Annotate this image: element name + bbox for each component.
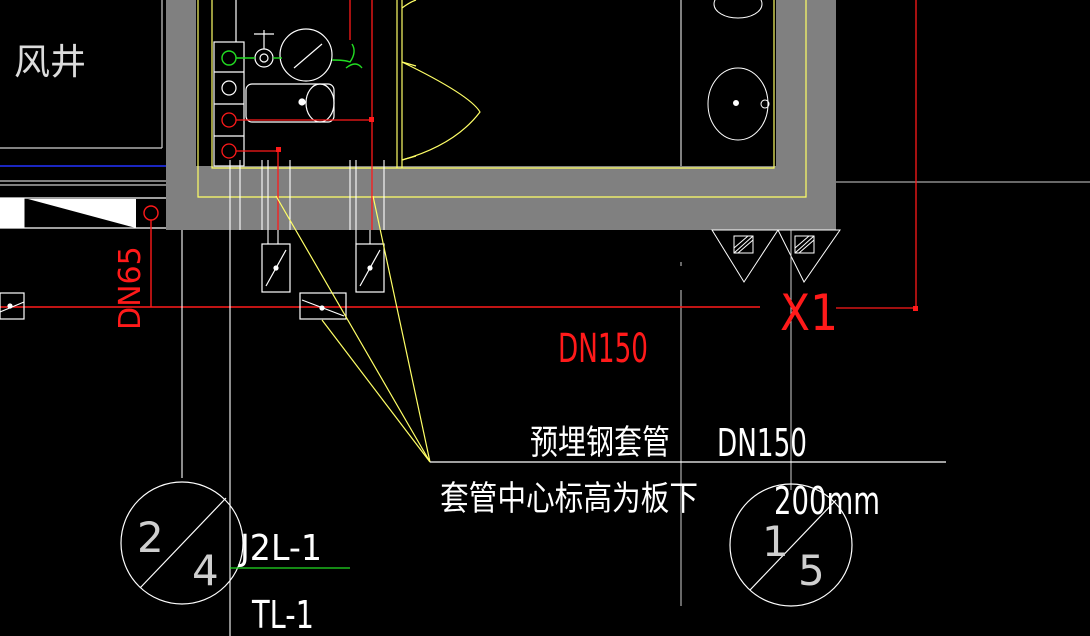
basins	[680, 0, 770, 166]
red-pipes-room	[221, 0, 373, 230]
note-line1-text: 预埋钢套管	[530, 423, 670, 463]
grid-right-bottom-number: 5	[798, 546, 825, 595]
wall-strip	[0, 197, 166, 229]
shaft-label: 风井	[14, 42, 86, 83]
wall-finish-lines	[197, 0, 807, 198]
grid-bubble-right: 1 5	[729, 483, 853, 607]
note-line2-text: 套管中心标高为板下	[440, 479, 698, 519]
green-pipe	[221, 43, 363, 69]
gauge-icon	[279, 28, 333, 82]
wedge-symbol	[28, 199, 136, 228]
note-line1-size: DN150	[717, 421, 807, 465]
dn65-riser	[143, 205, 159, 307]
pipe-dn65-label: DN65	[113, 246, 148, 330]
grid-left-top-number: 2	[137, 513, 164, 562]
valves	[0, 243, 385, 320]
grid-left-bottom-number: 4	[192, 546, 219, 595]
note-line2-elevation: 200mm	[774, 479, 880, 523]
basin-icon	[707, 67, 769, 141]
axis-x1-line	[836, 0, 917, 310]
riser-tl-label: TL-1	[251, 593, 314, 636]
floor-pipes	[181, 160, 385, 636]
shaft-area	[0, 0, 166, 186]
grid-bubble-left: 2 4	[120, 481, 244, 605]
room-fixtures	[213, 0, 335, 167]
riser-j2l-label: J2L-1	[238, 528, 322, 569]
axis-x1-label: X1	[780, 284, 838, 342]
leader-lines	[275, 195, 431, 463]
door-swing	[401, 0, 481, 161]
grid-right-top-number: 1	[762, 517, 789, 566]
valve-icon	[299, 292, 347, 320]
downpipe-symbols	[711, 229, 841, 283]
right-grid-lines	[680, 181, 1090, 606]
valve-icon	[261, 243, 291, 293]
pipe-dn150-label: DN150	[558, 326, 648, 372]
